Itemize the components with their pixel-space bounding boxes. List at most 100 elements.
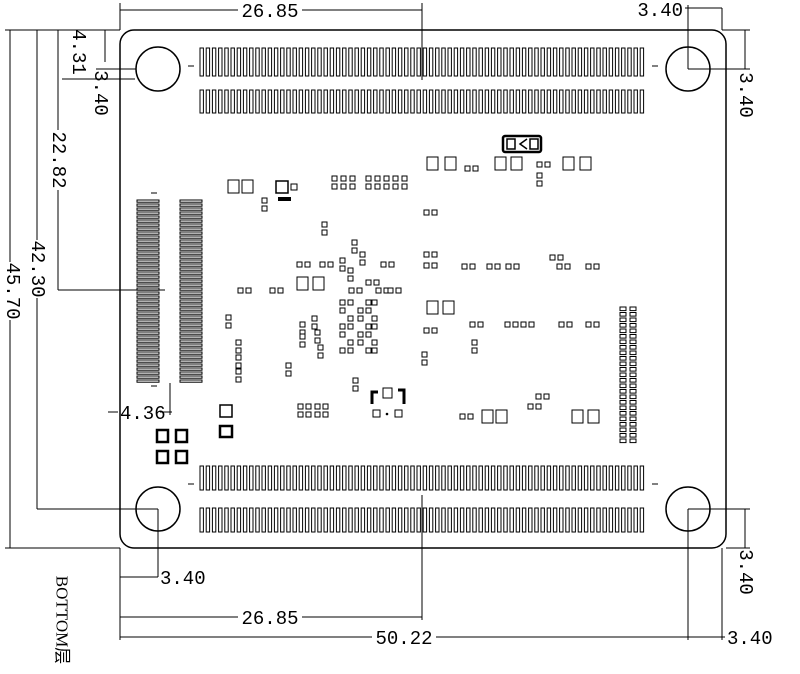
pad	[566, 321, 573, 328]
diode-pad	[529, 138, 539, 150]
connector-pin	[435, 465, 440, 491]
connector-pin	[397, 47, 403, 77]
connector-pin	[534, 47, 539, 77]
connector-pin	[385, 507, 390, 533]
connector-pin	[342, 47, 347, 77]
pad	[365, 279, 372, 286]
connector-pin	[179, 311, 203, 315]
connector-pin	[292, 89, 297, 114]
connector-pin	[211, 47, 217, 77]
dimension-label: 3.40	[89, 70, 111, 116]
pad	[571, 409, 584, 424]
connector-pin	[236, 47, 242, 77]
dimension-line	[57, 30, 165, 291]
pad	[536, 180, 543, 187]
dimension-label: 3.40	[727, 628, 773, 650]
pad	[401, 175, 408, 182]
connector-pin	[453, 89, 459, 114]
pad	[469, 321, 476, 328]
dimension-line	[119, 509, 159, 640]
pad	[629, 405, 637, 411]
connector-pin	[179, 335, 203, 339]
connector-pin	[136, 259, 160, 263]
pad	[629, 367, 637, 372]
connector-pin	[627, 47, 632, 77]
pad	[536, 172, 543, 179]
connector-pin	[205, 47, 211, 77]
connector-pin	[329, 465, 335, 491]
connector-pin	[472, 89, 477, 114]
connector-pin	[179, 203, 203, 207]
connector-pin	[441, 507, 446, 533]
pad	[619, 394, 627, 400]
connector-pin	[136, 215, 160, 219]
connector-pin	[608, 465, 614, 491]
pin-marker	[151, 65, 658, 485]
connector-pin	[179, 255, 203, 259]
connector-pin	[614, 47, 620, 77]
pad	[619, 383, 627, 389]
connector-pin	[497, 507, 502, 533]
connector-pin	[552, 89, 558, 114]
pad	[235, 354, 242, 361]
pad	[314, 329, 321, 336]
connector-pin	[317, 465, 322, 491]
pad	[558, 321, 565, 328]
dimension-label: 3.40	[160, 568, 206, 590]
pad	[261, 197, 268, 204]
pad	[562, 156, 575, 171]
connector-pin	[179, 351, 203, 355]
connector-pin	[503, 89, 508, 114]
connector-pin	[342, 507, 347, 533]
connector-pin	[342, 465, 347, 491]
connector-pin	[410, 465, 415, 491]
pad	[296, 276, 309, 291]
dimension-line	[688, 508, 750, 549]
pad	[619, 312, 627, 317]
pad	[431, 327, 438, 334]
connector-pin	[249, 47, 254, 77]
pad	[471, 347, 478, 354]
connector-pin	[179, 327, 203, 331]
connector-pin	[292, 507, 297, 533]
pad	[629, 334, 637, 339]
connector-pin	[453, 465, 459, 491]
connector-pin	[280, 507, 285, 533]
connector-pin	[410, 507, 415, 533]
connector-pin	[242, 465, 248, 491]
connector-pin	[298, 507, 304, 533]
pad	[327, 261, 334, 268]
connector-pin	[534, 465, 539, 491]
connector-pin	[583, 507, 589, 533]
connector-pin	[136, 235, 160, 239]
pad	[619, 323, 627, 328]
pad	[225, 322, 232, 329]
pad	[352, 385, 359, 392]
connector-pin	[179, 295, 203, 299]
connector-pin	[136, 351, 160, 355]
connector-pin	[179, 375, 203, 379]
connector-pin	[590, 47, 595, 77]
connector-pin	[292, 465, 297, 491]
connector-pin	[136, 339, 160, 343]
connector-pin	[179, 323, 203, 327]
connector-pin	[136, 331, 160, 335]
connector-pin	[447, 465, 452, 491]
layer-label: BOTTOM层	[53, 576, 72, 664]
connector-pin	[211, 89, 217, 114]
pad	[347, 299, 354, 306]
connector-pin	[298, 89, 304, 114]
connector-pin	[136, 239, 160, 243]
pad	[371, 315, 378, 322]
pad	[285, 362, 292, 369]
connector-pin	[179, 271, 203, 275]
connector-pin	[136, 231, 160, 235]
connector-pin	[614, 89, 620, 114]
dimension-line	[62, 30, 136, 80]
dimension-lines	[5, 3, 750, 640]
connector-pin	[348, 465, 353, 491]
pad	[431, 251, 438, 258]
connector-pin	[428, 47, 434, 77]
connector-pin	[179, 251, 203, 255]
pad	[564, 263, 571, 270]
